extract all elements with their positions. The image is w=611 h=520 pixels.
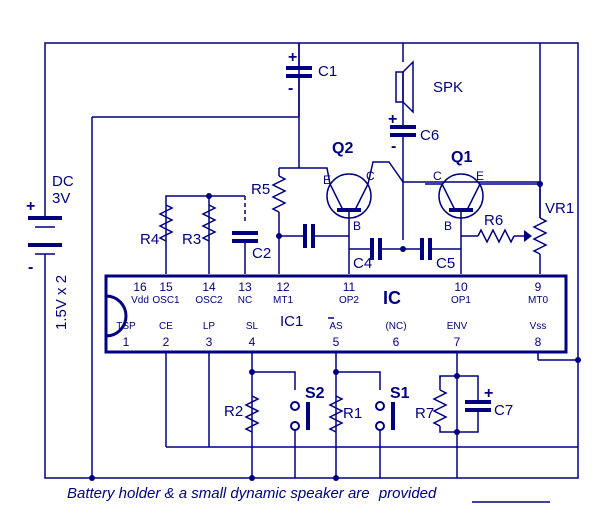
- ic-pin-6-name: (NC): [385, 321, 406, 332]
- ic-pin-16-number: 16: [133, 280, 147, 294]
- c1-label: C1: [318, 63, 337, 80]
- ic-pin-11-number: 11: [343, 280, 356, 294]
- ic-pin-11-name: OP2: [339, 295, 359, 306]
- ic-pin-3-name: LP: [203, 321, 216, 332]
- c7-label: C7: [494, 402, 513, 419]
- ic-pin-7-name: ENV: [447, 321, 468, 332]
- switch-s2[interactable]: S2: [290, 385, 325, 478]
- ic-name: IC1: [280, 313, 303, 330]
- s1-label: S1: [390, 385, 410, 402]
- ic-pin-2-name: CE: [159, 321, 173, 332]
- r5-label: R5: [251, 181, 270, 198]
- ic-pin-5-number: 5: [333, 335, 340, 349]
- ic-pin-14-name: OSC2: [195, 295, 223, 306]
- ic-pin-7-number: 7: [454, 335, 461, 349]
- c4-label: C4: [353, 255, 372, 272]
- transistor-q1: Q1 C E B: [425, 149, 540, 236]
- transistor-q2: Q2 E C B: [279, 140, 540, 240]
- r1-label: R1: [343, 405, 362, 422]
- capacitor-c4: C4: [348, 236, 403, 272]
- q2-label: Q2: [332, 140, 353, 157]
- ic-pin-6-number: 6: [393, 335, 400, 349]
- capacitor-coupling: [276, 224, 349, 248]
- ic-bottom-pins: TSP 1 CE 2 LP 3 SL 4 AS 5 (NC) 6 ENV 7 Vss 8: [116, 317, 547, 349]
- battery-voltage: 3V: [52, 190, 70, 207]
- speaker: SPK: [395, 60, 463, 125]
- ic-pin-13-number: 13: [238, 280, 252, 294]
- ic-title: IC: [383, 288, 401, 308]
- resistor-r5: R5: [251, 168, 287, 274]
- ic-pin-13-name: NC: [238, 295, 252, 306]
- ic-pin-1-name: TSP: [116, 321, 136, 332]
- ic-pin-10-number: 10: [454, 280, 468, 294]
- battery-name: DC: [52, 173, 74, 190]
- resistor-r4: R4: [140, 195, 209, 274]
- resistor-r3: R3: [182, 193, 245, 274]
- q2-b: B: [353, 219, 361, 233]
- battery-minus: -: [28, 259, 33, 276]
- c1-plus: +: [288, 49, 297, 66]
- ic-pin-12-name: MT1: [273, 295, 293, 306]
- switch-s1[interactable]: S1: [375, 385, 410, 478]
- capacitor-c6: + - C6: [388, 111, 439, 182]
- q2-c: C: [366, 169, 375, 183]
- resistor-r1: R1: [328, 369, 381, 433]
- ic-pin-3-number: 3: [206, 335, 213, 349]
- battery: + - DC 3V 1.5V x 2: [26, 173, 74, 330]
- s2-label: S2: [305, 385, 325, 402]
- capacitor-c2: C2: [232, 196, 271, 274]
- q1-label: Q1: [451, 149, 472, 166]
- c6-label: C6: [420, 127, 439, 144]
- r2-label: R2: [224, 403, 243, 420]
- r6-label: R6: [484, 212, 503, 229]
- ic-pin-9-number: 9: [535, 280, 542, 294]
- ic-pin-16-name: Vdd: [131, 295, 149, 306]
- ic-pin-8-number: 8: [535, 335, 542, 349]
- ic-pin-10-name: OP1: [451, 295, 471, 306]
- resistor-r7: R7: [415, 373, 479, 435]
- battery-plus: +: [26, 198, 35, 215]
- ic-pin-15-name: OSC1: [152, 295, 180, 306]
- capacitor-c5: C5: [400, 236, 462, 272]
- c2-label: C2: [252, 245, 271, 262]
- vr1-label: VR1: [545, 200, 574, 217]
- svg-text:Battery holder & a small dynam: Battery holder & a small dynamic speaker…: [67, 485, 437, 502]
- resistor-r2: R2: [224, 369, 296, 433]
- ic-pin-15-number: 15: [159, 280, 173, 294]
- r7-label: R7: [415, 405, 434, 422]
- ic-pin-14-number: 14: [202, 280, 216, 294]
- ic-pin-5-name: AS: [329, 321, 343, 332]
- resistor-r6: R6: [461, 212, 532, 244]
- ic-pin-4-number: 4: [249, 335, 256, 349]
- q1-e: E: [476, 169, 484, 183]
- q2-e: E: [323, 173, 331, 187]
- c6-plus: +: [388, 111, 397, 128]
- caption-emph: provided: [378, 485, 437, 502]
- rails: [44, 42, 579, 479]
- caption: Battery holder & a small dynamic speaker…: [67, 485, 550, 503]
- capacitor-c7: + C7: [465, 385, 513, 419]
- q1-b: B: [444, 219, 452, 233]
- c6-minus: -: [391, 138, 396, 155]
- ic-pin-8-name: Vss: [530, 321, 547, 332]
- ic-pin-1-number: 1: [123, 335, 130, 349]
- ic-pin-12-number: 12: [276, 280, 290, 294]
- ic-pin-4-name: SL: [246, 321, 259, 332]
- battery-cells: 1.5V x 2: [53, 275, 70, 330]
- ic-pin-9-name: MT0: [528, 295, 548, 306]
- caption-text: Battery holder & a small dynamic speaker…: [67, 485, 370, 502]
- c1-minus: -: [288, 80, 293, 97]
- q1-c: C: [433, 169, 442, 183]
- ic-pin-2-number: 2: [163, 335, 170, 349]
- c5-label: C5: [436, 255, 455, 272]
- r4-label: R4: [140, 231, 159, 248]
- potentiometer-vr1: VR1: [532, 181, 574, 274]
- spk-label: SPK: [433, 79, 463, 96]
- r3-label: R3: [182, 231, 201, 248]
- c7-plus: +: [484, 385, 493, 402]
- capacitor-c1: + - C1: [286, 43, 337, 117]
